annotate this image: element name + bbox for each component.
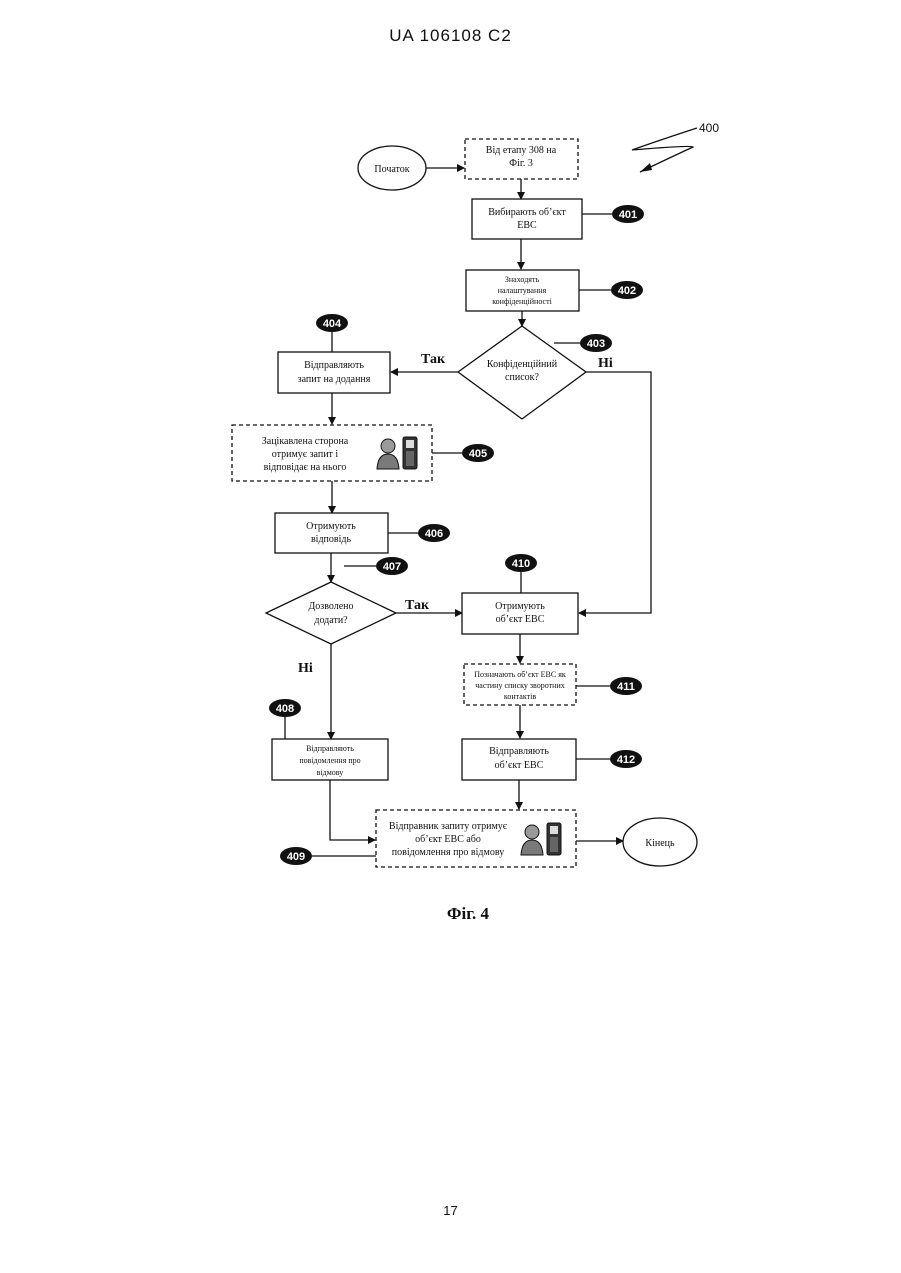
svg-text:401: 401 <box>619 209 637 221</box>
receive-response-line-2: відповідь <box>311 534 352 545</box>
send-object-line-1: Відправляють <box>489 746 549 757</box>
find-settings-line-3: конфіденційності <box>492 297 552 306</box>
svg-text:410: 410 <box>512 558 530 570</box>
party-receives-line-3: відповідає на нього <box>264 462 347 473</box>
no-label-1: Ні <box>598 356 613 371</box>
select-object-line-2: ЕВС <box>517 220 537 231</box>
requester-receives-line-2: об’єкт ЕВС або <box>415 834 481 845</box>
svg-text:404: 404 <box>323 318 342 330</box>
confidential-list-line-2: список? <box>505 372 539 383</box>
party-receives-line-2: отримує запит і <box>272 449 339 460</box>
no-label-2: Ні <box>298 661 313 676</box>
svg-text:402: 402 <box>618 285 636 297</box>
svg-text:403: 403 <box>587 338 605 350</box>
mark-object-line-2: частину списку зворотних <box>475 681 564 690</box>
send-refusal-line-1: Відправляють <box>306 744 354 753</box>
from-stage-line-1: Від етапу 308 на <box>486 145 557 156</box>
send-refusal-line-2: повідомлення про <box>299 756 360 765</box>
page-number: 17 <box>0 1203 901 1218</box>
yes-label-2: Так <box>405 598 430 613</box>
yes-label-1: Так <box>421 352 446 367</box>
figure-reference-line <box>632 128 697 172</box>
mark-object-line-3: контактів <box>504 692 536 701</box>
svg-text:405: 405 <box>469 448 487 460</box>
requester-receives-line-1: Відправник запиту отримує <box>389 821 508 832</box>
end-label: Кінець <box>645 838 675 849</box>
svg-text:412: 412 <box>617 754 635 766</box>
svg-text:411: 411 <box>617 681 635 693</box>
figure-caption: Фіг. 4 <box>447 904 490 923</box>
receive-object-line-1: Отримують <box>495 601 545 612</box>
find-settings-line-1: Знаходять <box>505 275 540 284</box>
figure-reference-400: 400 <box>699 121 719 135</box>
allowed-to-add-line-2: додати? <box>314 615 348 626</box>
select-object-box <box>472 199 582 239</box>
receive-response-box <box>275 513 388 553</box>
send-refusal-line-3: відмову <box>317 768 344 777</box>
svg-text:407: 407 <box>383 561 401 573</box>
select-object-line-1: Вибирають об’єкт <box>488 207 566 218</box>
allowed-to-add-decision <box>266 582 396 644</box>
allowed-to-add-line-1: Дозволено <box>308 601 353 612</box>
send-object-line-2: об’єкт ЕВС <box>495 760 544 771</box>
party-receives-line-1: Зацікавлена сторона <box>262 436 349 447</box>
send-add-request-line-1: Відправляють <box>304 360 364 371</box>
receive-response-line-1: Отримують <box>306 521 356 532</box>
svg-text:408: 408 <box>276 703 294 715</box>
from-stage-line-2: Фіг. 3 <box>509 158 533 169</box>
send-add-request-box <box>278 352 390 393</box>
svg-text:409: 409 <box>287 851 305 863</box>
requester-receives-line-3: повідомлення про відмову <box>392 847 504 858</box>
send-add-request-line-2: запит на додання <box>298 374 371 385</box>
start-label: Початок <box>374 164 409 175</box>
mark-object-line-1: Позначають об’єкт ЕВС як <box>474 670 566 679</box>
confidential-list-line-1: Конфіденційний <box>487 359 558 370</box>
find-settings-line-2: налаштування <box>498 286 547 295</box>
receive-object-line-2: об’єкт ЕВС <box>496 614 545 625</box>
svg-text:406: 406 <box>425 528 443 540</box>
